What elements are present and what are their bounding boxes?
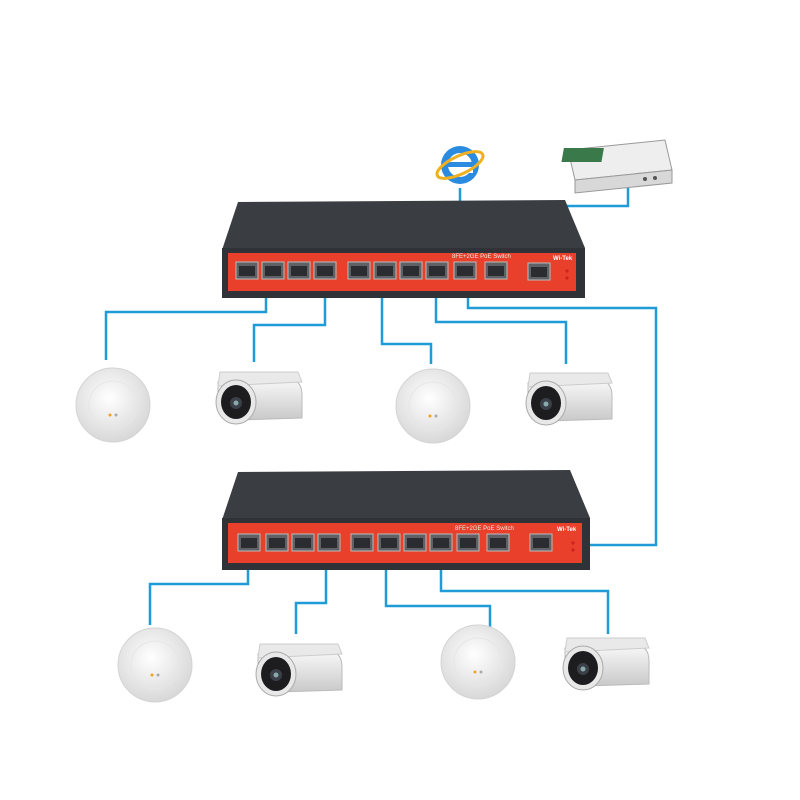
- cable-s2-cam3: [294, 556, 328, 634]
- switch-model-label: 8FE+2GE PoE Switch: [452, 254, 511, 260]
- internet-explorer-icon: [435, 146, 485, 184]
- cable-s1-to-s2: [466, 284, 658, 547]
- cable-s1-cam1: [252, 284, 327, 362]
- poe-switch-1: 8FE+2GE PoE Switch Wi-Tek: [222, 200, 585, 298]
- bullet-camera-icon: [562, 637, 650, 691]
- bullet-camera-icon: [215, 371, 303, 425]
- poe-switch-2: 8FE+2GE PoE Switch Wi-Tek: [222, 470, 590, 570]
- port-group: [235, 261, 551, 281]
- switch-brand-logo: Wi-Tek: [553, 256, 573, 262]
- wireless-access-point-icon: [440, 624, 516, 700]
- cable-s1-cam2: [434, 284, 568, 364]
- bullet-camera-icon: [525, 372, 613, 426]
- cable-s1-ap2: [380, 284, 433, 364]
- cable-s2-cam4: [439, 556, 610, 634]
- cable-s2-ap4: [384, 556, 492, 630]
- switch-model-label: 8FE+2GE PoE Switch: [455, 526, 514, 532]
- nvr-recorder-icon: [561, 139, 673, 194]
- port-group: [237, 533, 553, 552]
- switch-brand-logo: Wi-Tek: [557, 527, 577, 533]
- wireless-access-point-icon: [75, 367, 151, 443]
- wireless-access-point-icon: [395, 368, 471, 444]
- wireless-access-point-icon: [117, 627, 193, 703]
- bullet-camera-icon: [255, 643, 343, 697]
